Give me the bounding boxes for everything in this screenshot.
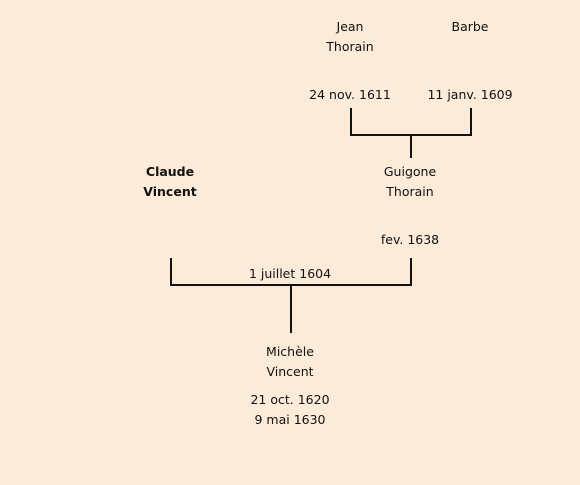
person-first-name: Guigone: [383, 164, 437, 179]
person-michele-vincent[interactable]: Michèle Vincent: [250, 342, 330, 382]
barbe-date: 11 janv. 1609: [427, 87, 513, 102]
connector-line: [170, 258, 172, 286]
person-barbe[interactable]: Barbe: [430, 17, 510, 37]
person-jean-thorain[interactable]: Jean Thorain: [310, 17, 390, 57]
connector-line: [470, 108, 472, 136]
person-first-name: Barbe: [451, 19, 489, 34]
connector-line: [290, 284, 292, 333]
person-last-name: Vincent: [266, 364, 314, 379]
person-first-name: Jean: [336, 19, 364, 34]
michele-vincent-birth-date: 21 oct. 1620: [250, 392, 330, 407]
person-last-name: Thorain: [326, 39, 374, 54]
marriage-date: 1 juillet 1604: [248, 266, 332, 281]
person-first-name: Claude: [145, 164, 195, 179]
connector-line: [350, 108, 352, 136]
connector-line: [410, 134, 412, 158]
person-last-name: Thorain: [386, 184, 434, 199]
person-last-name: Vincent: [143, 184, 197, 199]
michele-vincent-death-date: 9 mai 1630: [254, 412, 326, 427]
person-guigone-thorain[interactable]: Guigone Thorain: [370, 162, 450, 202]
person-first-name: Michèle: [266, 344, 314, 359]
person-claude-vincent[interactable]: Claude Vincent: [130, 162, 210, 202]
connector-line: [410, 258, 412, 286]
guigone-thorain-date: fev. 1638: [380, 232, 440, 247]
jean-thorain-date: 24 nov. 1611: [309, 87, 391, 102]
